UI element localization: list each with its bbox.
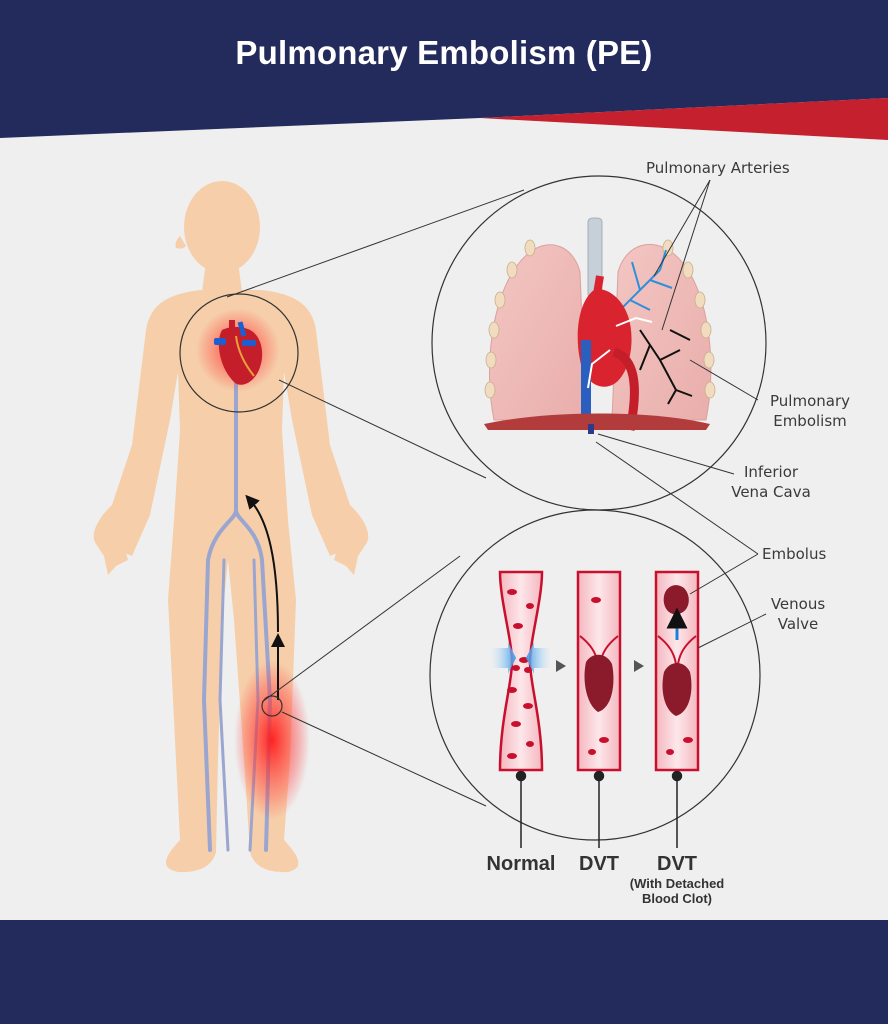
label-venous-valve-line1: Venous (770, 595, 826, 613)
flow-arrow-upper (245, 494, 279, 633)
stage-label-normal: Normal (486, 853, 556, 875)
stage-sublabel-line1: (With Detached (629, 876, 725, 891)
label-embolus: Embolus (762, 544, 826, 564)
leg-clot-circle (261, 695, 283, 717)
vessel-dvt (576, 570, 622, 772)
footer-band (0, 920, 888, 1024)
label-pulmonary-embolism-line2: Embolism (773, 412, 847, 430)
label-embolus-text: Embolus (762, 545, 827, 563)
lungs-illustration (484, 217, 716, 434)
label-venous-valve-line2: Valve (777, 615, 819, 633)
heart-zoom-circle (179, 293, 299, 413)
vessel-dvt-detached (654, 570, 700, 772)
label-inferior-vena-cava-line1: Inferior (743, 463, 799, 481)
stage-label-dvt: DVT (579, 853, 619, 875)
stage-arrow-2 (634, 660, 644, 672)
label-pulmonary-embolism: Pulmonary Embolism (762, 391, 858, 431)
label-inferior-vena-cava-line2: Vena Cava (731, 483, 811, 501)
header-band (0, 0, 888, 138)
page-title: Pulmonary Embolism (PE) (235, 34, 653, 71)
leg-glow (234, 660, 310, 820)
vessel-normal (490, 570, 552, 772)
stage-arrow-1 (556, 660, 566, 672)
label-pulmonary-arteries-text: Pulmonary Arteries (646, 159, 790, 177)
stage-sublabel-line2: Blood Clot) (641, 891, 713, 906)
stage-sublabel-dvt-detached: (With Detached Blood Clot) (612, 876, 742, 906)
label-pulmonary-arteries: Pulmonary Arteries (646, 158, 790, 178)
label-leaders (595, 179, 767, 649)
small-heart (214, 320, 263, 385)
stage-label-dvt-detached: DVT (657, 853, 697, 875)
label-venous-valve: Venous Valve (758, 594, 838, 634)
zoom-connectors (226, 189, 525, 807)
stage-pins (515, 770, 683, 848)
label-inferior-vena-cava: Inferior Vena Cava (726, 462, 816, 502)
human-body (93, 181, 369, 873)
label-pulmonary-embolism-line1: Pulmonary (770, 392, 850, 410)
header-accent (480, 98, 888, 140)
